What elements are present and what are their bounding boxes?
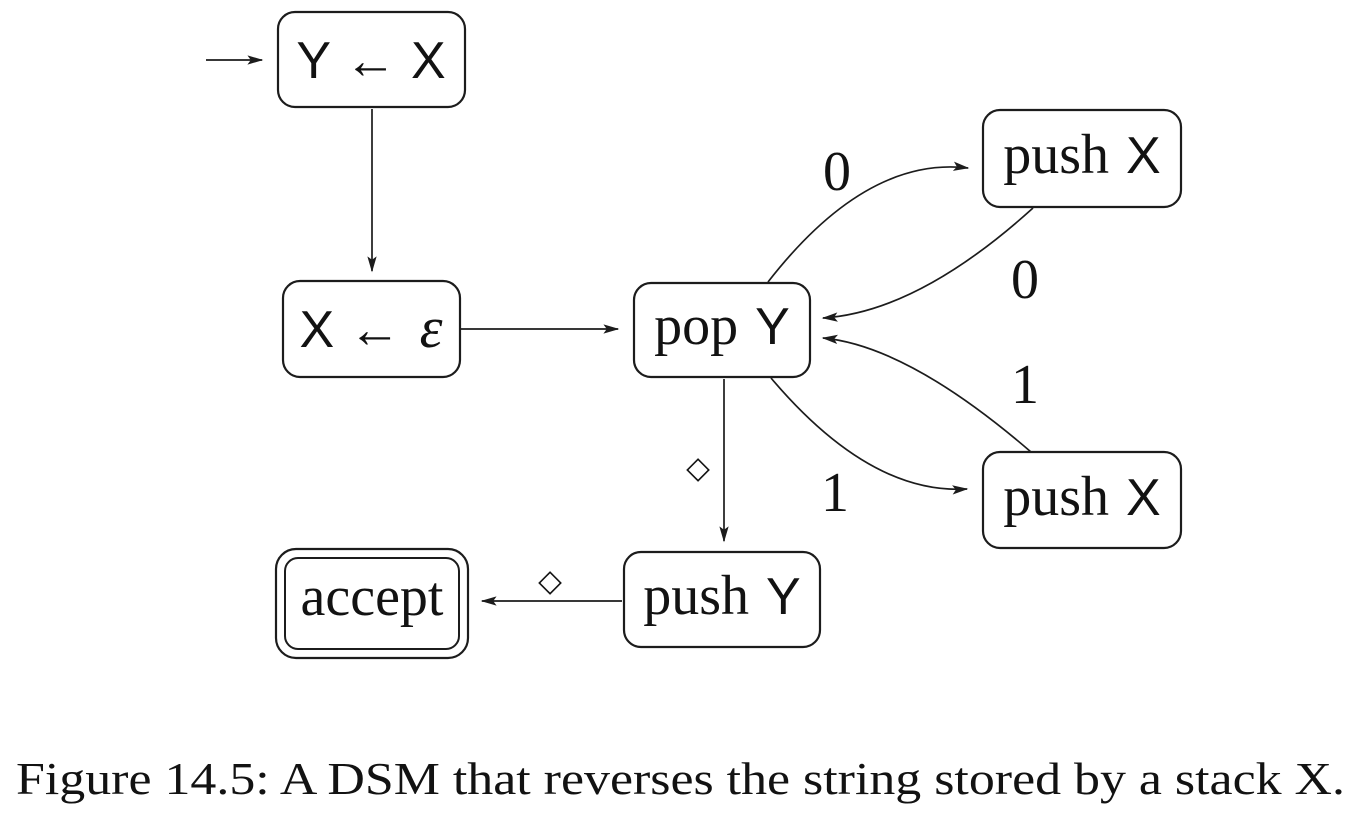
state-push-x-bottom: push X [981, 450, 1183, 550]
state-x-gets-epsilon: X ← ε [281, 279, 462, 379]
edge-label-one-right: 1 [1011, 354, 1039, 416]
state-label-push-y-var: Y [766, 568, 801, 626]
state-label-push-x-top: push X [1003, 124, 1160, 186]
state-label-push-x-bottom-word: push [1003, 466, 1109, 528]
edge-pop-y-to-push-x-top [767, 161, 970, 283]
state-label-push-x-bottom: push X [1003, 466, 1160, 528]
edge-label-diamond-push-y-to-accept: ◇ [538, 563, 562, 599]
edge-label-diamond-pop-y-to-push-y: ◇ [686, 450, 710, 486]
edge-pop-y-to-push-x-bottom [770, 377, 969, 495]
state-push-x-top: push X [981, 108, 1183, 209]
state-label-push-x-top-word: push [1003, 124, 1109, 186]
state-box-pop-y [632, 281, 812, 379]
state-label-epsilon: ε [420, 295, 443, 360]
state-label-push-x-bottom-var: X [1126, 469, 1161, 527]
state-label-pop-word: pop [654, 295, 738, 357]
edge-label-one-bottom: 1 [821, 462, 849, 524]
state-label-y-gets-x: Y ← X [296, 32, 445, 90]
figure-caption: Figure 14.5: A DSM that reverses the str… [16, 753, 1345, 804]
state-push-y: push Y [622, 550, 822, 649]
state-box-x-gets-epsilon [281, 279, 462, 379]
edge-push-x-top-to-pop-y [821, 207, 1034, 322]
state-label-accept: accept [301, 566, 444, 628]
state-label-push-y: push Y [643, 565, 800, 627]
state-pop-y: pop Y [632, 281, 812, 379]
edge-label-zero-right: 0 [1011, 249, 1039, 311]
state-box-push-y [622, 550, 822, 649]
state-box-push-x-bottom [981, 450, 1183, 550]
state-y-gets-x: Y ← X [276, 10, 467, 109]
state-box-y-gets-x [276, 10, 467, 109]
state-label-x-arrow: X ← [300, 301, 401, 359]
state-box-accept-outer [274, 547, 470, 660]
edge-push-x-bottom-to-pop-y [821, 334, 1032, 453]
state-label-push-x-top-var: X [1126, 127, 1161, 185]
state-label-x-gets-epsilon: X ← ε [300, 295, 443, 360]
state-label-pop-y: pop Y [654, 295, 790, 357]
state-label-pop-var: Y [755, 298, 790, 356]
state-box-push-x-top [981, 108, 1183, 209]
edge-label-zero-top: 0 [823, 141, 851, 203]
state-box-accept-inner [284, 557, 460, 650]
state-accept: accept [274, 547, 470, 660]
state-label-push-y-word: push [643, 565, 749, 627]
